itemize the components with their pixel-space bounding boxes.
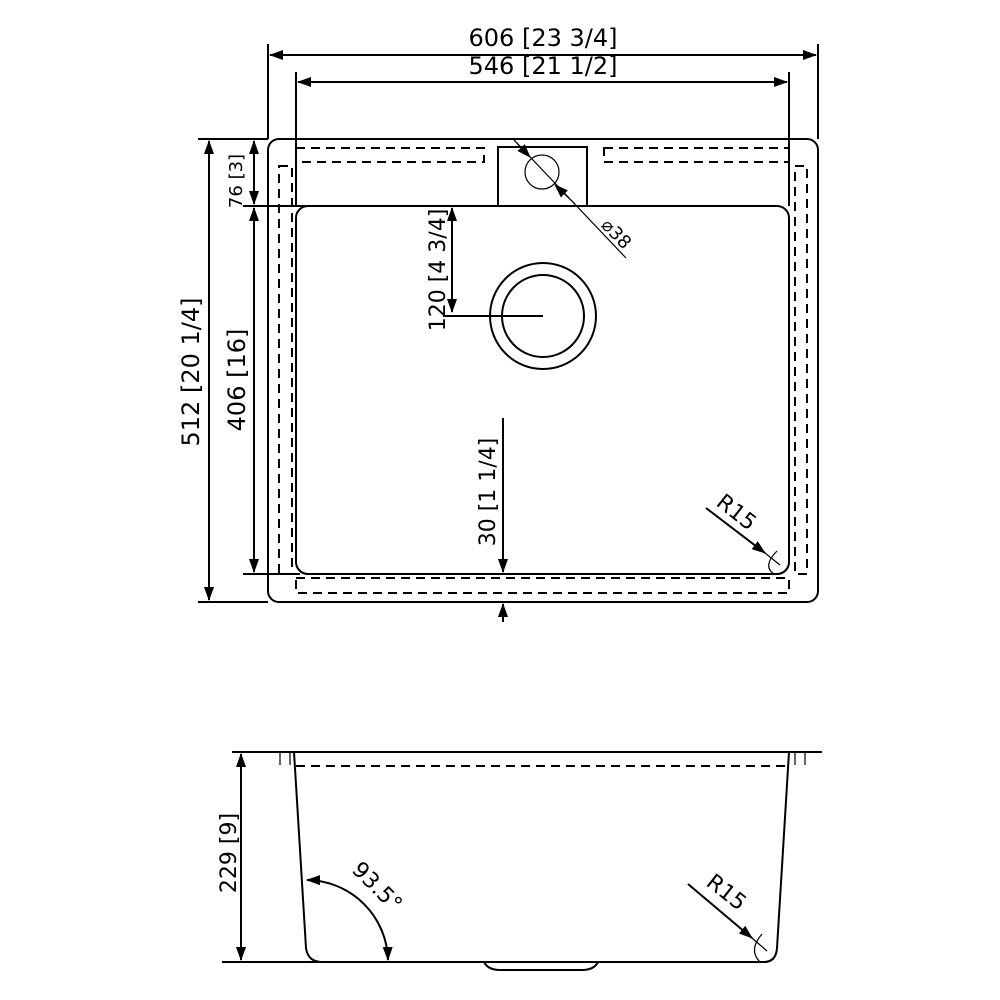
rail-top-left xyxy=(295,147,485,163)
bowl-outline xyxy=(295,205,790,575)
dim-corner-radius-side xyxy=(687,883,753,939)
label-faucet-hole: ⌀38 xyxy=(597,215,636,254)
label-bottom-margin: 30 [1 1/4] xyxy=(476,438,501,547)
label-bowl-depth: 406 [16] xyxy=(223,329,251,432)
drain-bump xyxy=(483,961,599,971)
bowl-profile xyxy=(293,751,790,963)
rail-bottom xyxy=(295,577,790,594)
rail-top-right xyxy=(603,147,790,163)
label-overall-depth: 512 [20 1/4] xyxy=(177,298,205,447)
label-deck-depth: 76 [3] xyxy=(226,154,247,208)
label-corner-radius-top: R15 xyxy=(711,490,760,536)
label-drain-offset: 120 [4 3/4] xyxy=(426,209,451,332)
label-bowl-height: 229 [9] xyxy=(217,813,242,893)
label-corner-radius-side: R15 xyxy=(701,870,750,916)
top-view: 606 [23 3/4] 546 [21 1/2] 512 [20 1/4] 7… xyxy=(177,24,819,622)
label-bowl-width: 546 [21 1/2] xyxy=(469,52,618,80)
rail-left xyxy=(278,165,293,575)
side-view: 229 [9] 93.5° R15 xyxy=(217,751,822,971)
faucet-hole xyxy=(524,154,560,190)
label-wall-angle: 93.5° xyxy=(347,857,407,917)
dim-corner-radius-top xyxy=(705,507,766,554)
label-overall-width: 606 [23 3/4] xyxy=(469,24,618,52)
sink-outline xyxy=(267,138,819,603)
rail-right xyxy=(794,165,808,575)
faucet-deck xyxy=(497,146,588,207)
dim-wall-angle xyxy=(306,875,393,961)
